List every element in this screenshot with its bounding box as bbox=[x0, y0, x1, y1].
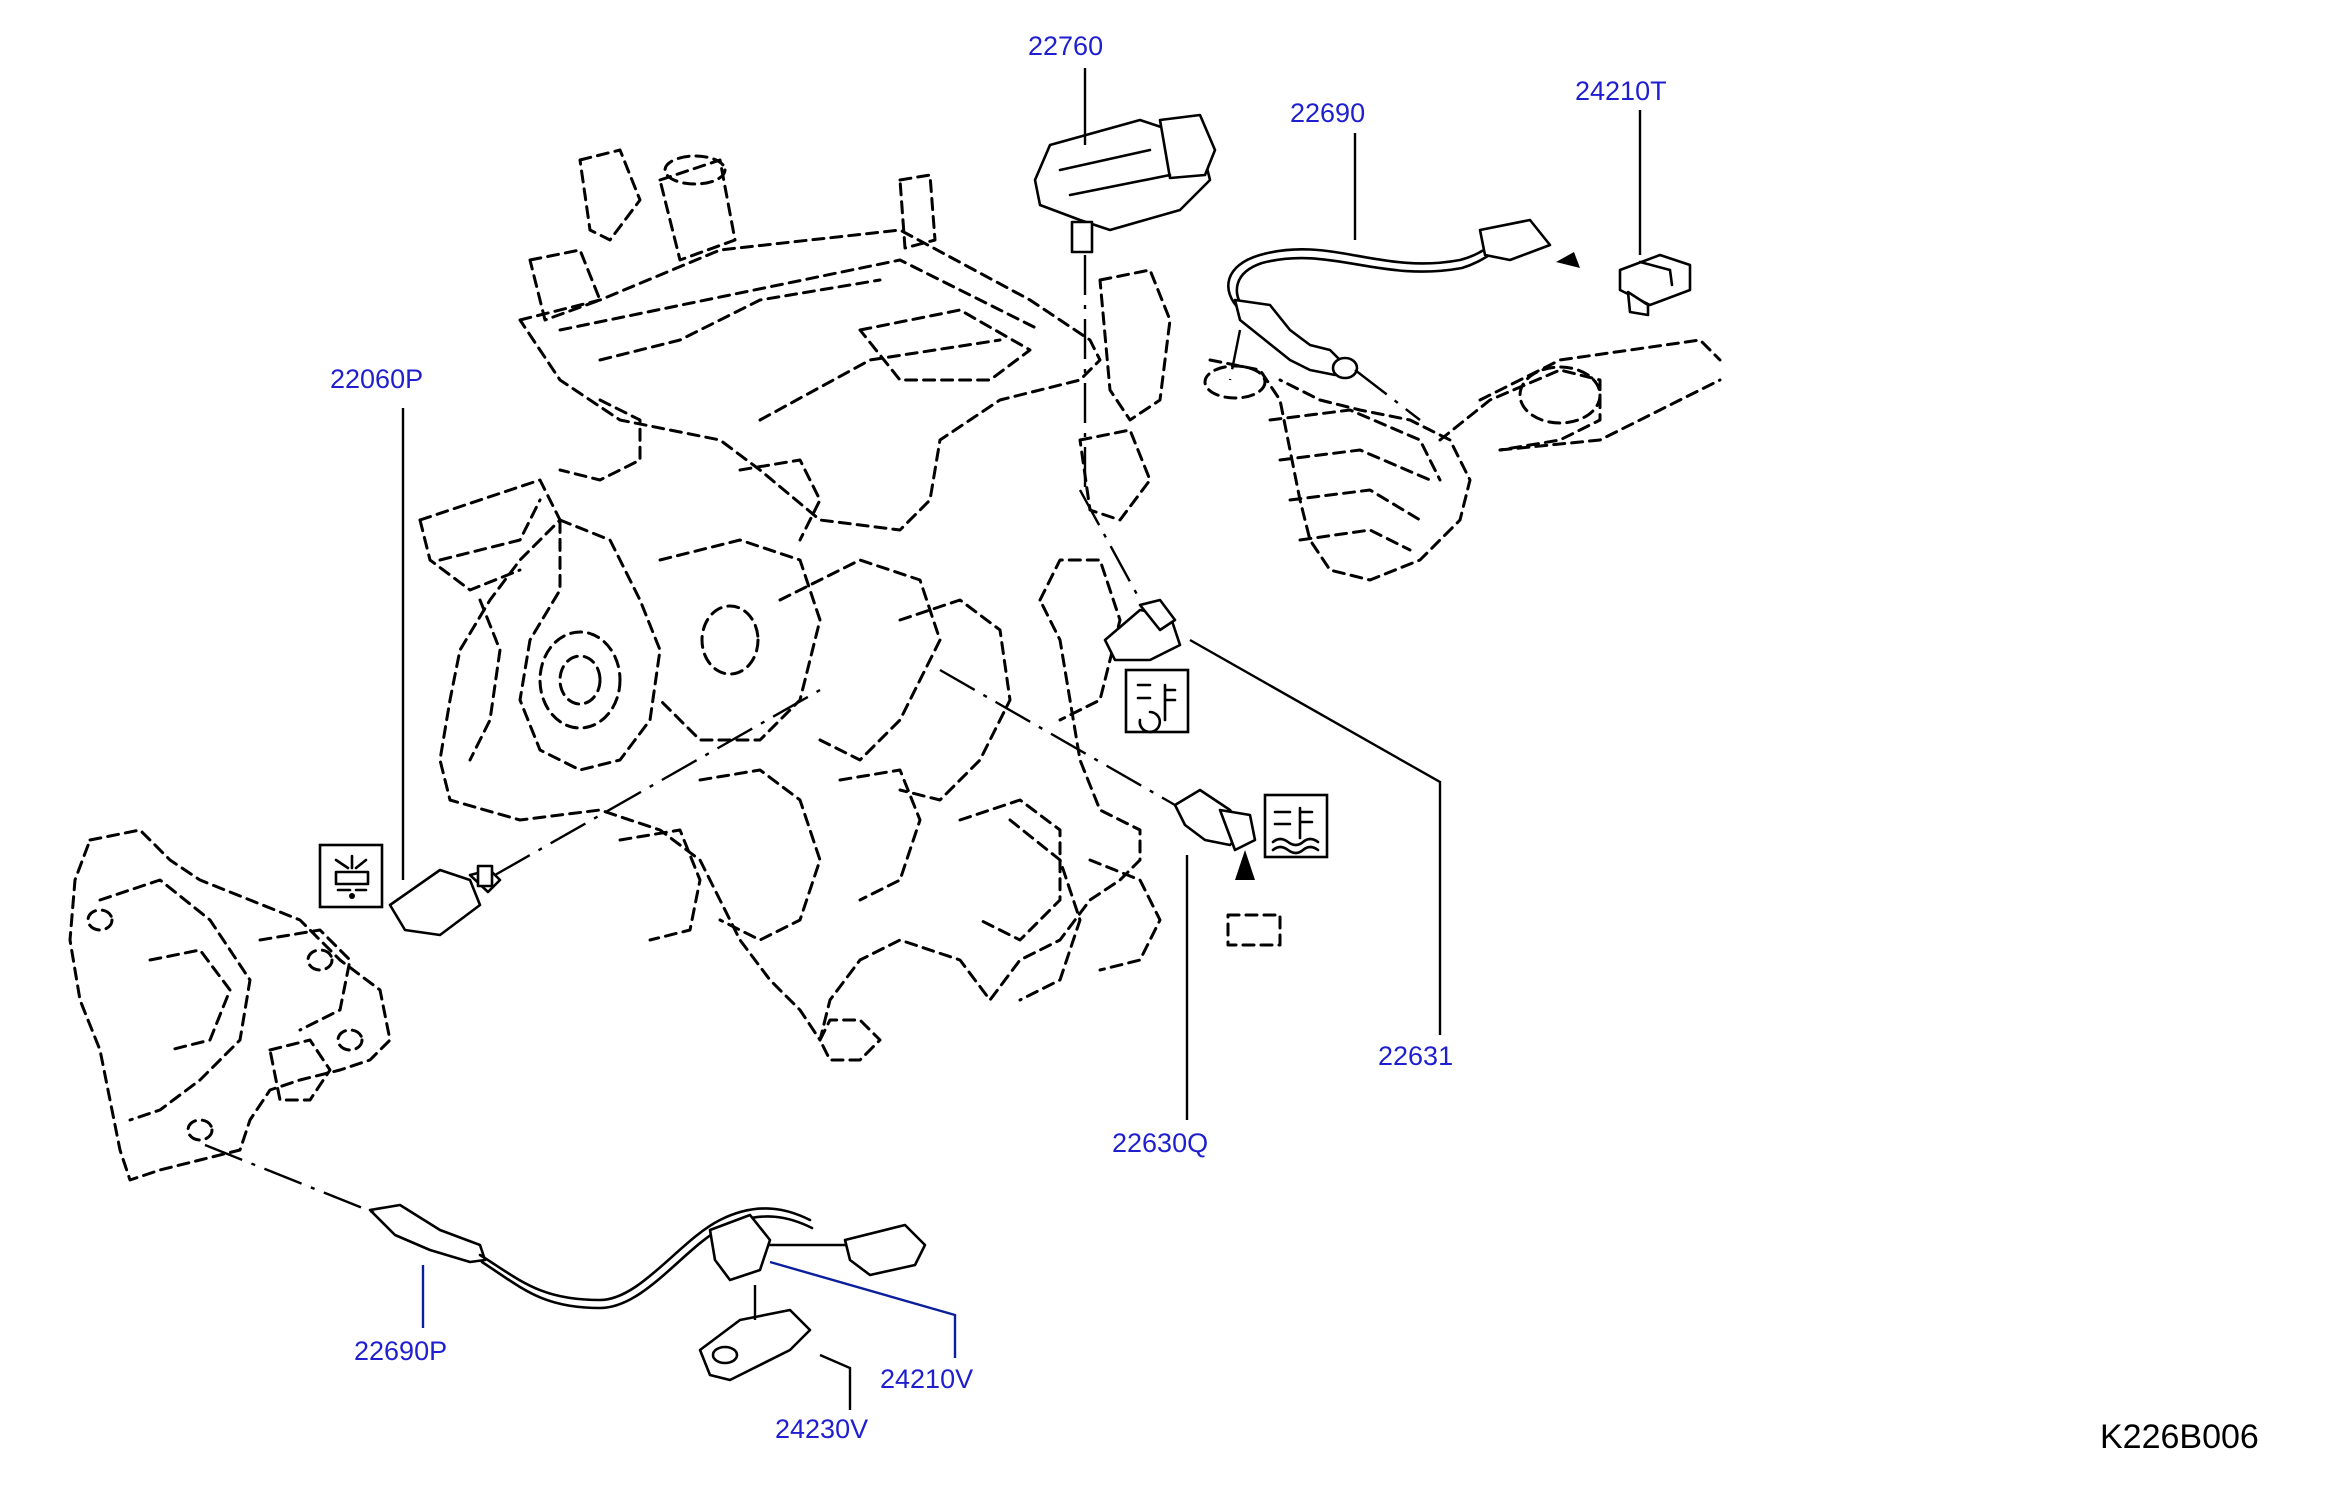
oil-pressure-symbol-icon bbox=[1124, 668, 1190, 734]
knock-sensor-22060p bbox=[388, 864, 502, 937]
map-sensor-22760 bbox=[1033, 113, 1217, 254]
part-number-22630q: 22630Q bbox=[1112, 1128, 1209, 1158]
part-number-22760: 22760 bbox=[1028, 31, 1104, 61]
diagram-code: K226B006 bbox=[2100, 1418, 2259, 1456]
part-number-22060p: 22060P bbox=[330, 364, 424, 394]
leader-lines bbox=[401, 68, 1642, 1410]
part-number-22631: 22631 bbox=[1378, 1041, 1454, 1071]
connector-24210t bbox=[1556, 252, 1692, 317]
exhaust-manifold-outline bbox=[68, 828, 392, 1182]
part-number-24210t: 24210T bbox=[1575, 76, 1667, 106]
part-number-22690: 22690 bbox=[1290, 98, 1366, 128]
engine-block-outline bbox=[418, 148, 1172, 1062]
oxygen-sensor-22690p bbox=[368, 1203, 927, 1310]
coolant-temp-sensor-22630q bbox=[1173, 788, 1282, 947]
assembly-guide-lines bbox=[204, 255, 1421, 1320]
oil-pressure-sensor-22631 bbox=[1103, 598, 1182, 662]
bracket-24230v bbox=[698, 1308, 812, 1382]
part-number-24230v: 24230V bbox=[775, 1414, 869, 1444]
coolant-temperature-symbol-icon bbox=[1263, 793, 1329, 859]
oxygen-sensor-22690 bbox=[1227, 218, 1552, 380]
part-number-22690p: 22690P bbox=[354, 1336, 448, 1366]
part-number-24210v: 24210V bbox=[880, 1364, 974, 1394]
catalytic-converter-outline bbox=[1203, 338, 1722, 582]
knock-sensor-symbol-icon bbox=[318, 843, 384, 909]
